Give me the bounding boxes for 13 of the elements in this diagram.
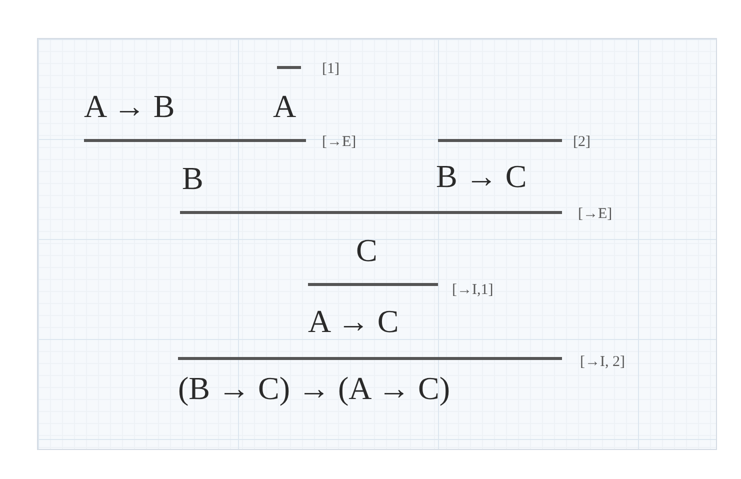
formula: A → C: [308, 305, 399, 337]
rule-label: [→E]: [322, 135, 356, 150]
rule-label: [2]: [573, 135, 590, 150]
formula: (B → C) → (A → C): [178, 372, 450, 404]
formula: A → B: [84, 90, 175, 122]
formula: A: [273, 90, 296, 122]
formula: B → C: [436, 160, 527, 192]
rule-label: [1]: [322, 62, 340, 77]
rule-label: [→I,1]: [452, 283, 494, 298]
formula: B: [182, 162, 204, 194]
rule-label: [→I, 2]: [580, 355, 625, 370]
formula: C: [356, 234, 378, 266]
rule-label: [→E]: [578, 207, 612, 222]
